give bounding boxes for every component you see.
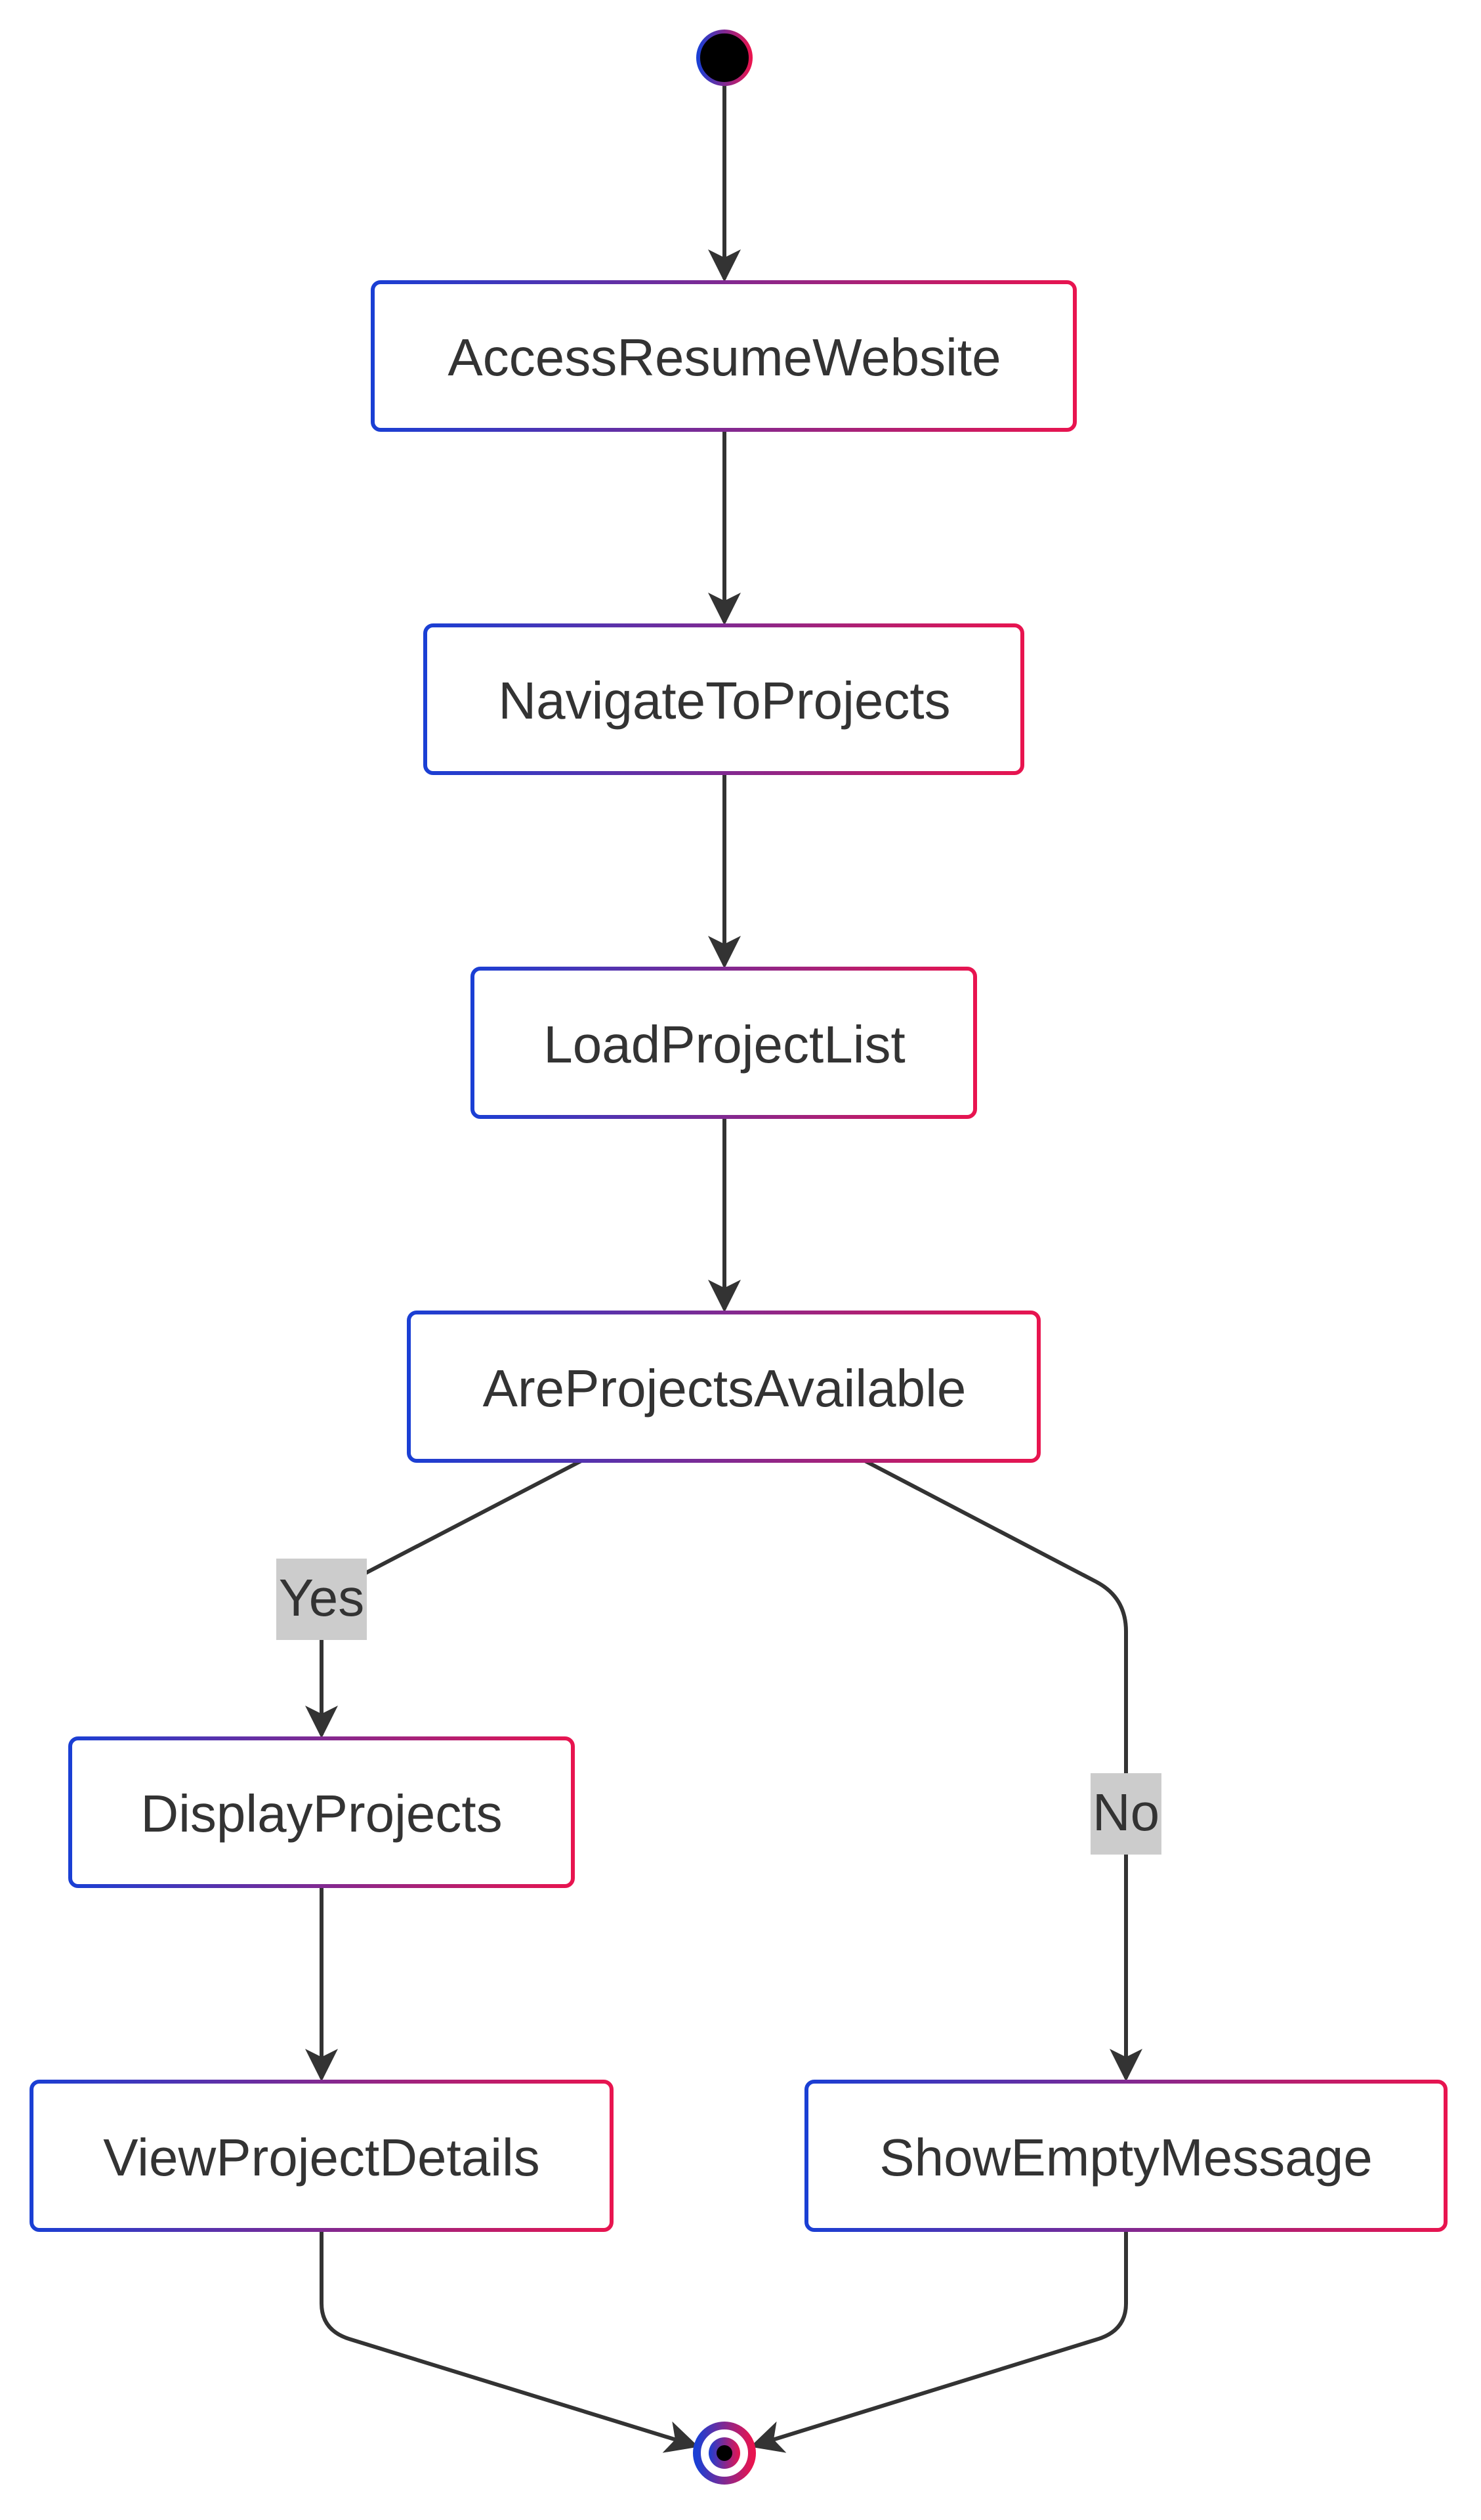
node-navigate-to-projects-label: NavigateToProjects xyxy=(498,671,950,730)
node-show-empty-message-label: ShowEmptyMessage xyxy=(879,2128,1372,2187)
node-view-project-details-label: ViewProjectDetails xyxy=(103,2128,539,2187)
edge-empty-to-end xyxy=(750,2230,1128,2453)
node-load-project-list: LoadProjectList xyxy=(470,967,977,1119)
node-display-projects: DisplayProjects xyxy=(68,1736,575,1888)
node-load-project-list-label: LoadProjectList xyxy=(543,1015,905,1074)
edge-label-yes: Yes xyxy=(276,1559,367,1640)
edge-label-no: No xyxy=(1091,1773,1161,1855)
node-view-project-details: ViewProjectDetails xyxy=(30,2080,614,2232)
node-access-resume-website-label: AccessResumeWebsite xyxy=(448,328,1001,387)
start-node xyxy=(696,30,753,86)
edge-label-no-text: No xyxy=(1093,1783,1159,1841)
node-show-empty-message: ShowEmptyMessage xyxy=(804,2080,1448,2232)
end-node xyxy=(693,2422,756,2485)
node-are-projects-available: AreProjectsAvailable xyxy=(407,1311,1041,1463)
edge-decision-to-empty xyxy=(864,1459,1142,2082)
edge-details-to-end xyxy=(320,2230,699,2453)
edge-label-yes-text: Yes xyxy=(279,1568,365,1627)
node-navigate-to-projects: NavigateToProjects xyxy=(423,623,1024,775)
node-display-projects-label: DisplayProjects xyxy=(140,1784,502,1843)
node-access-resume-website: AccessResumeWebsite xyxy=(371,280,1077,432)
node-are-projects-available-label: AreProjectsAvailable xyxy=(483,1359,967,1418)
